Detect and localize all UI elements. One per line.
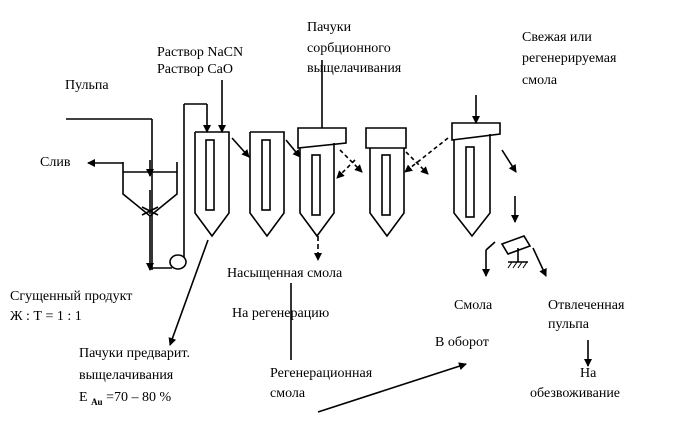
regen-resin-label-2: смола <box>270 386 306 401</box>
pachuca-1 <box>194 131 230 238</box>
nacn-label: Раствор NaCN <box>157 45 244 60</box>
thickened-product-label: Сгущенный продукт <box>10 289 133 304</box>
pachuca-3 <box>297 127 347 238</box>
pulp-label: Пульпа <box>65 78 109 93</box>
liquid-solid-ratio-label: Ж : Т = 1 : 1 <box>10 309 82 324</box>
thickener <box>66 103 211 271</box>
pachuca-4 <box>365 127 407 238</box>
sorption-label-1: Пачуки <box>307 20 352 35</box>
dewatering-label-1: На <box>580 366 597 381</box>
pre-leach-label-2: выщелачивания <box>79 368 174 383</box>
recycle-label: В оборот <box>435 335 489 350</box>
to-regeneration-label: На регенерацию <box>232 306 330 321</box>
sorption-label-2: сорбционного <box>307 41 391 56</box>
regen-resin-label-1: Регенерационная <box>270 366 373 381</box>
resin-screen <box>482 196 547 277</box>
pre-leach-label-1: Пачуки предварит. <box>79 346 190 361</box>
dewatering-label-2: обезвоживание <box>530 386 621 401</box>
pachuca-5 <box>451 122 501 238</box>
fresh-resin-label-1: Свежая или <box>522 30 592 45</box>
fresh-resin-label-2: регенерируемая <box>522 51 617 66</box>
cao-label: Раствор CaO <box>157 62 234 77</box>
extraction-label: Е Au =70 – 80 % <box>79 390 172 407</box>
spent-pulp-label-2: пульпа <box>548 317 589 332</box>
sorption-label-3: выщелачивания <box>307 61 402 76</box>
pachuca-2 <box>249 131 285 238</box>
saturated-resin-label: Насыщенная смола <box>227 266 343 281</box>
resin-label: Смола <box>454 298 493 313</box>
spent-pulp-label-1: Отвлеченная <box>548 298 625 313</box>
drain-label: Слив <box>40 155 71 170</box>
fresh-resin-label-3: смола <box>522 73 558 88</box>
